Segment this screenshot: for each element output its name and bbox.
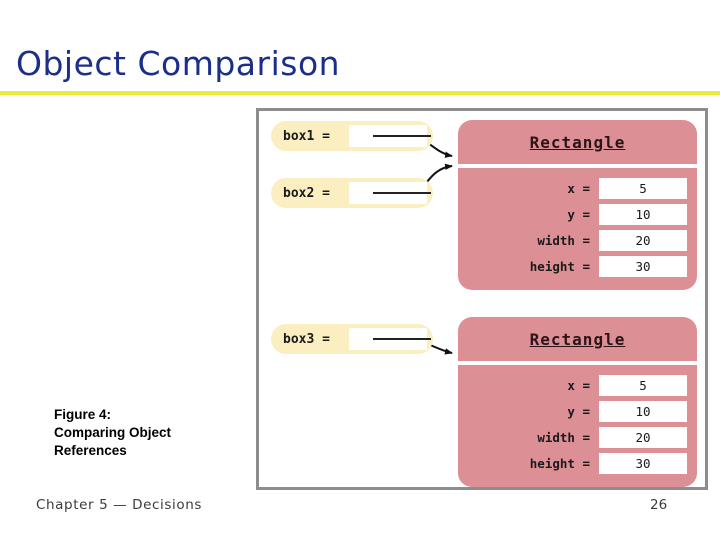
object-rectangle-2-header: Rectangle	[458, 317, 697, 361]
page-number: 26	[650, 497, 668, 513]
field-row: x = 5	[458, 177, 687, 199]
object-rectangle-1-body: x = 5 y = 10 width = 20 height = 30	[458, 168, 697, 290]
variable-box3-label: box3 =	[283, 331, 330, 347]
field-value-x[interactable]: 5	[599, 177, 687, 199]
field-name-x: x =	[567, 377, 590, 393]
object-rectangle-1-title: Rectangle	[529, 132, 626, 152]
title-divider	[0, 91, 720, 95]
field-name-width: width =	[537, 429, 590, 445]
field-row: height = 30	[458, 452, 687, 474]
figure-caption-line-1: Figure 4:	[54, 407, 112, 422]
page-title: Object Comparison	[16, 44, 341, 83]
figure-caption: Figure 4: Comparing Object References	[54, 406, 244, 460]
variable-box3-value-slot	[349, 328, 431, 350]
field-value-y[interactable]: 10	[599, 400, 687, 422]
object-rectangle-1[interactable]: Rectangle x = 5 y = 10 width = 20 height…	[458, 120, 697, 290]
figure-frame: box1 = box2 = box3 = Rectangle	[256, 108, 708, 490]
reference-stub-icon	[373, 192, 431, 194]
variable-box1-value-slot	[349, 125, 431, 147]
figure-caption-line-2: Comparing Object	[54, 424, 172, 440]
field-value-width[interactable]: 20	[599, 229, 687, 251]
field-name-height: height =	[529, 258, 590, 274]
field-row: x = 5	[458, 374, 687, 396]
field-value-height[interactable]: 30	[599, 255, 687, 277]
footer-chapter-label: Chapter 5 — Decisions	[36, 497, 203, 513]
variable-box2[interactable]: box2 =	[271, 178, 433, 208]
field-name-y: y =	[567, 206, 590, 222]
figure-canvas: box1 = box2 = box3 = Rectangle	[259, 111, 705, 487]
field-value-height[interactable]: 30	[599, 452, 687, 474]
object-rectangle-2[interactable]: Rectangle x = 5 y = 10 width = 20 height…	[458, 317, 697, 487]
object-rectangle-1-header: Rectangle	[458, 120, 697, 164]
variable-box2-value-slot	[349, 182, 431, 204]
field-name-height: height =	[529, 455, 590, 471]
field-row: height = 30	[458, 255, 687, 277]
field-row: width = 20	[458, 426, 687, 448]
variable-box1[interactable]: box1 =	[271, 121, 433, 151]
variable-box3[interactable]: box3 =	[271, 324, 433, 354]
field-value-width[interactable]: 20	[599, 426, 687, 448]
field-row: y = 10	[458, 203, 687, 225]
variable-box1-label: box1 =	[283, 128, 330, 144]
object-rectangle-2-title: Rectangle	[529, 329, 626, 349]
field-row: width = 20	[458, 229, 687, 251]
field-row: y = 10	[458, 400, 687, 422]
field-name-width: width =	[537, 232, 590, 248]
figure-caption-line-3: References	[54, 442, 127, 458]
object-rectangle-2-body: x = 5 y = 10 width = 20 height = 30	[458, 365, 697, 487]
reference-stub-icon	[373, 135, 431, 137]
field-name-y: y =	[567, 403, 590, 419]
field-value-x[interactable]: 5	[599, 374, 687, 396]
field-name-x: x =	[567, 180, 590, 196]
variable-box2-label: box2 =	[283, 185, 330, 201]
field-value-y[interactable]: 10	[599, 203, 687, 225]
reference-stub-icon	[373, 338, 431, 340]
